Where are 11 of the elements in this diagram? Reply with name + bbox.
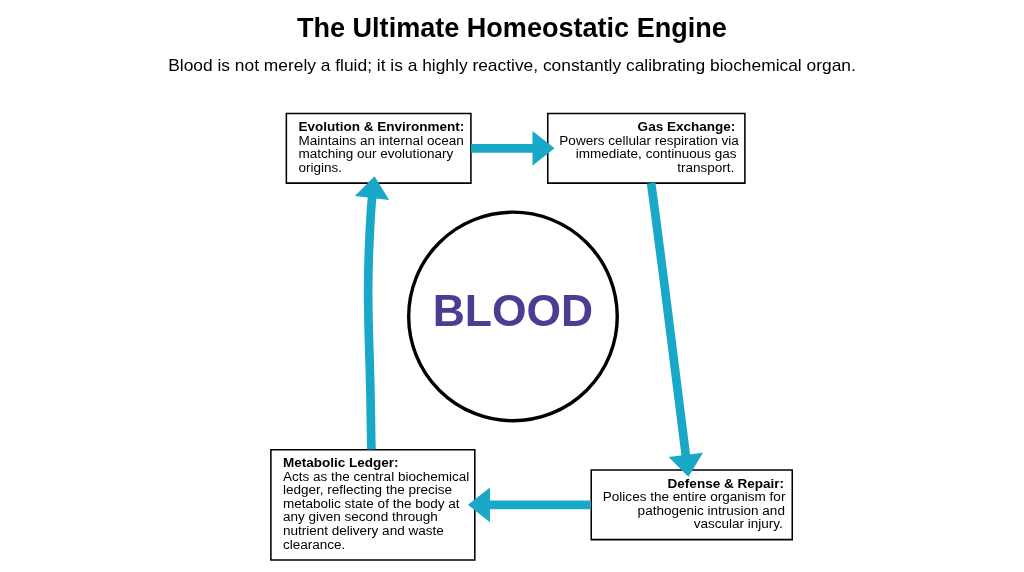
arrow xyxy=(467,487,591,523)
node-box: Evolution & Environment: Maintains an internal ocean matching our evolutionary origins. xyxy=(285,112,472,184)
node-box: Metabolic Ledger: Acts as the central biochemical ledger, reflecting the precise metabolic state of the body at any given second through nutrient delivery and waste clearance. xyxy=(270,449,476,561)
diagram-title: The Ultimate Homeostatic Engine xyxy=(296,12,727,43)
arrow xyxy=(646,182,703,477)
node-circle: BLOOD xyxy=(407,210,619,423)
label: Blood is not merely a fluid; it is a highly reactive, constantly calibrating biochemical organ. xyxy=(168,55,856,76)
node-box: Defense & Repair: Polices the entire organism for pathogenic intrusion and vascular injury. xyxy=(590,469,794,541)
arrow xyxy=(354,176,390,450)
node-box: Gas Exchange: Powers cellular respiration via immediate, continuous gas transport. xyxy=(547,112,746,184)
arrow xyxy=(471,131,555,166)
